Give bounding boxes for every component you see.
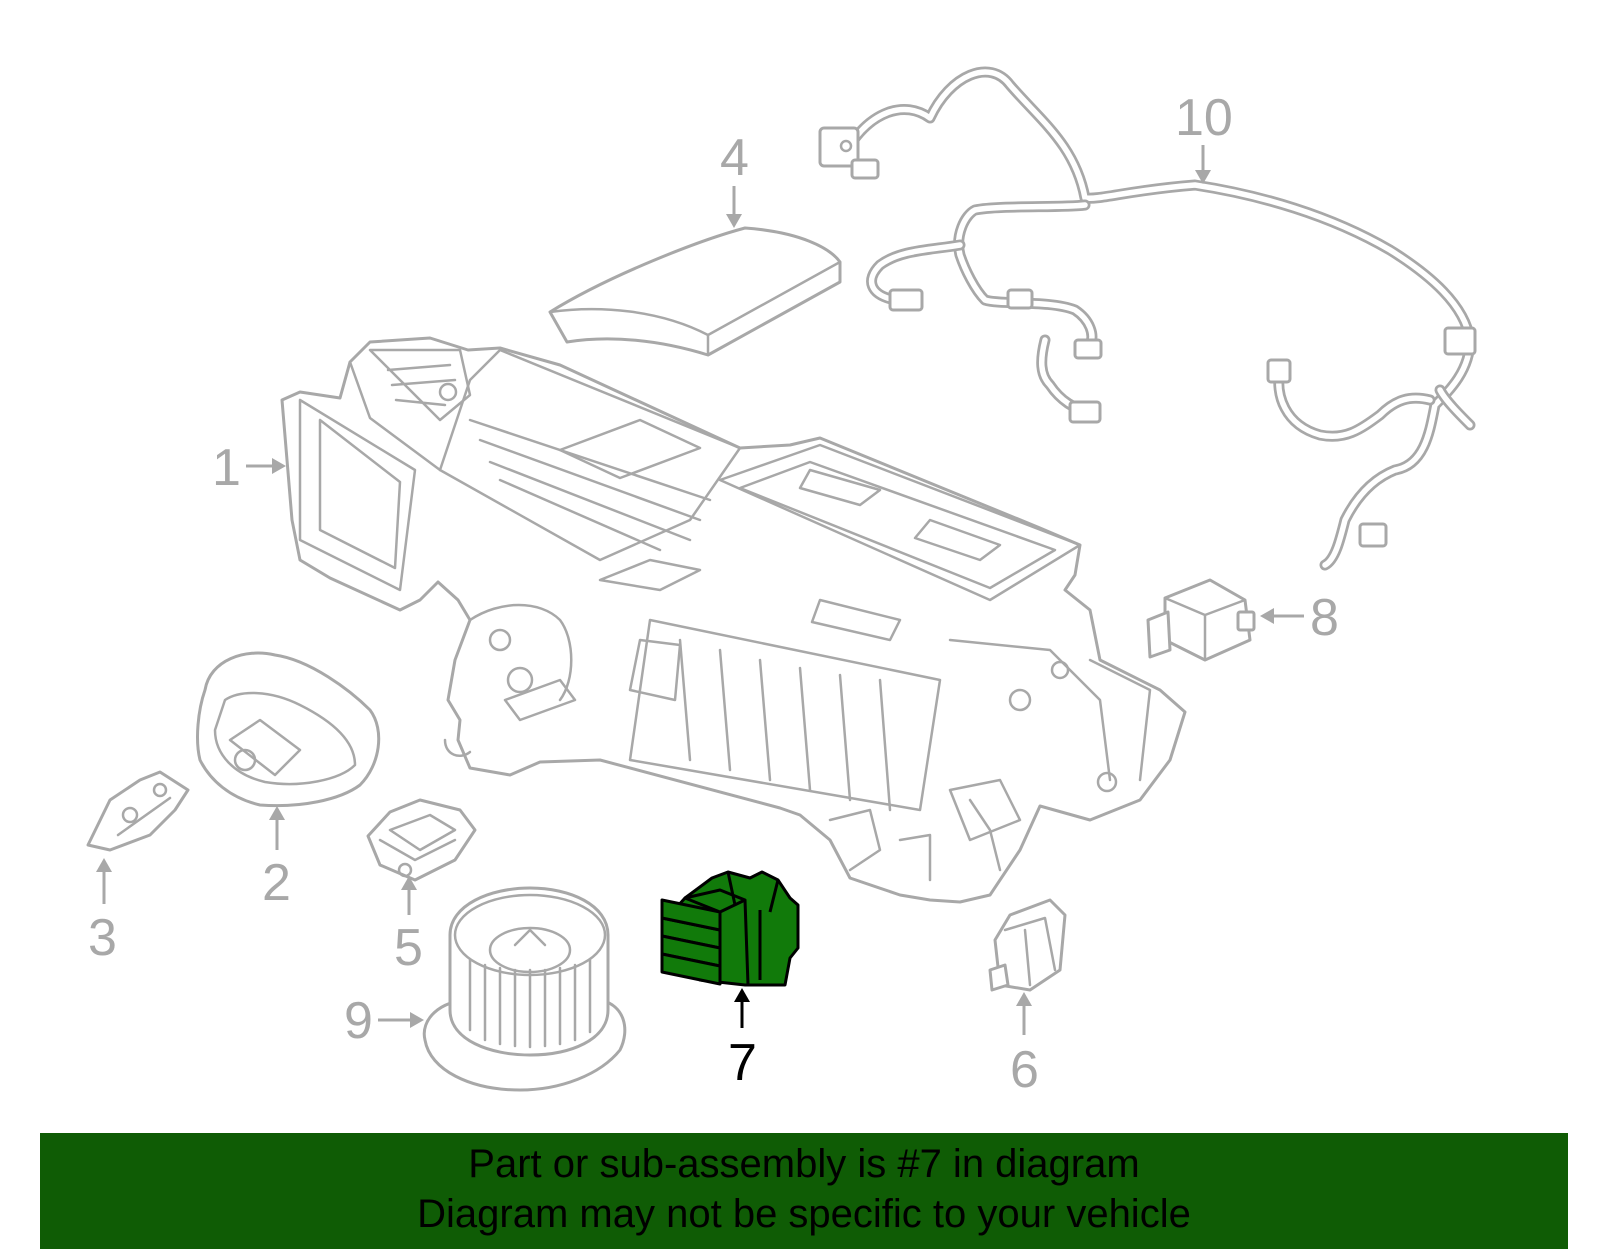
banner-line-2: Diagram may not be specific to your vehi… — [417, 1192, 1191, 1236]
callout-5-label: 5 — [394, 919, 423, 977]
callout-6: 6 — [1010, 992, 1039, 1099]
callout-3: 3 — [88, 858, 117, 967]
callout-10: 10 — [1175, 89, 1233, 184]
callout-5: 5 — [394, 876, 423, 977]
callout-10-label: 10 — [1175, 89, 1233, 147]
parts-diagram: 1 2 3 4 5 6 7 8 9 10 — [86, 66, 1477, 1099]
callout-8-label: 8 — [1310, 589, 1339, 647]
callout-8: 8 — [1260, 589, 1339, 647]
part-4-filter — [548, 226, 842, 357]
part-8-module — [1146, 578, 1256, 662]
part-9-blower-motor — [422, 886, 627, 1092]
callout-4: 4 — [720, 129, 749, 228]
part-10-wiring-harness — [818, 66, 1477, 571]
part-6-sensor — [988, 898, 1067, 992]
part-2-blower-housing — [196, 651, 381, 808]
callout-9: 9 — [344, 992, 424, 1050]
callout-6-label: 6 — [1010, 1041, 1039, 1099]
callout-1-label: 1 — [212, 439, 241, 497]
callout-2: 2 — [262, 806, 291, 912]
notice-banner: Part or sub-assembly is #7 in diagram Di… — [40, 1133, 1568, 1249]
part-3-bracket — [86, 770, 190, 852]
banner-line-1: Part or sub-assembly is #7 in diagram — [468, 1142, 1140, 1186]
callout-9-label: 9 — [344, 992, 373, 1050]
part-1-hvac-housing — [280, 336, 1187, 904]
callout-7-label: 7 — [728, 1034, 757, 1092]
callout-7: 7 — [728, 988, 757, 1092]
callout-1: 1 — [212, 439, 286, 497]
callout-3-label: 3 — [88, 909, 117, 967]
callout-2-label: 2 — [262, 854, 291, 912]
part-7-blower-resistor — [660, 870, 800, 987]
callout-4-label: 4 — [720, 129, 749, 187]
part-5-actuator — [366, 798, 477, 882]
